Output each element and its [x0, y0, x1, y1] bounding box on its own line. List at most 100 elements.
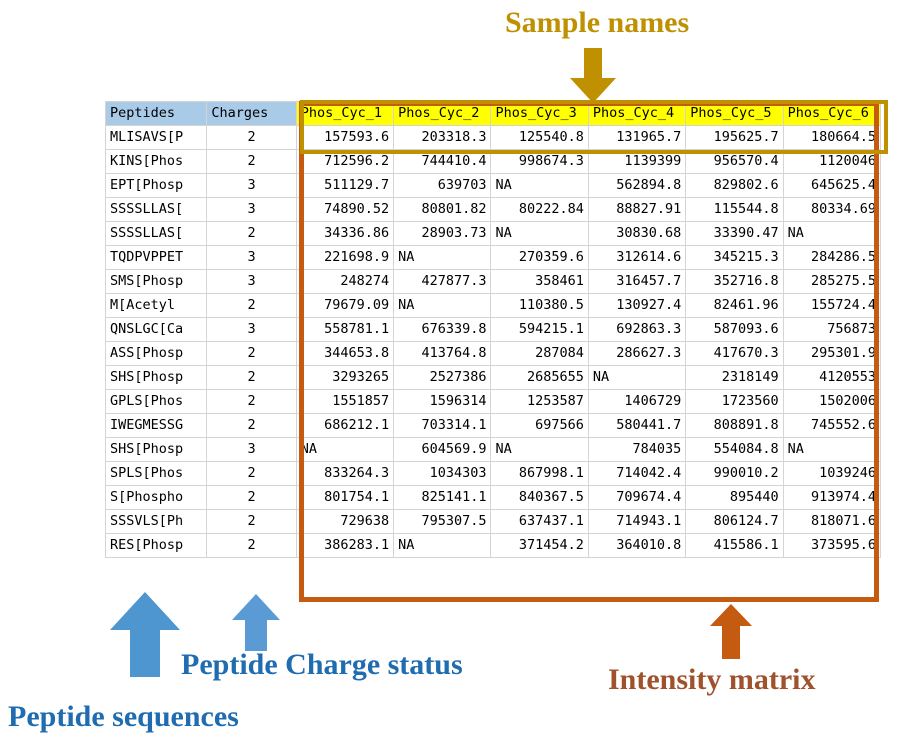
cell-charge[interactable]: 2 — [206, 341, 297, 366]
cell-intensity-sample-6[interactable]: 745552.6 — [782, 413, 882, 438]
cell-charge[interactable]: 2 — [206, 221, 297, 246]
cell-intensity-sample-3[interactable]: 867998.1 — [490, 461, 589, 486]
cell-intensity-sample-4[interactable]: 364010.8 — [587, 533, 687, 558]
column-header-sample-3[interactable]: Phos_Cyc_3 — [490, 101, 589, 126]
cell-intensity-sample-2[interactable]: 1596314 — [393, 389, 492, 414]
cell-intensity-sample-3[interactable]: 637437.1 — [490, 509, 589, 534]
cell-intensity-sample-3[interactable]: NA — [490, 221, 589, 246]
cell-peptide[interactable]: SSSSLLAS[ — [104, 197, 208, 222]
cell-intensity-sample-4[interactable]: 30830.68 — [587, 221, 687, 246]
cell-peptide[interactable]: EPT[Phosp — [104, 173, 208, 198]
cell-intensity-sample-1[interactable]: 558781.1 — [295, 317, 395, 342]
cell-peptide[interactable]: SSSVLS[Ph — [104, 509, 208, 534]
cell-intensity-sample-2[interactable]: 427877.3 — [393, 269, 492, 294]
cell-charge[interactable]: 2 — [206, 365, 297, 390]
cell-intensity-sample-4[interactable]: 580441.7 — [587, 413, 687, 438]
cell-charge[interactable]: 2 — [206, 461, 297, 486]
cell-intensity-sample-6[interactable]: 4120553 — [782, 365, 882, 390]
cell-intensity-sample-6[interactable]: 818071.6 — [782, 509, 882, 534]
cell-intensity-sample-4[interactable]: 562894.8 — [587, 173, 687, 198]
cell-intensity-sample-5[interactable]: 895440 — [685, 485, 784, 510]
cell-intensity-sample-1[interactable]: 386283.1 — [295, 533, 395, 558]
cell-intensity-sample-6[interactable]: NA — [782, 221, 882, 246]
column-header-peptides[interactable]: Peptides — [104, 101, 208, 126]
cell-intensity-sample-5[interactable]: 115544.8 — [685, 197, 784, 222]
cell-intensity-sample-1[interactable]: 34336.86 — [295, 221, 395, 246]
cell-peptide[interactable]: MLISAVS[P — [104, 125, 208, 150]
cell-intensity-sample-2[interactable]: 1034303 — [393, 461, 492, 486]
column-header-sample-1[interactable]: Phos_Cyc_1 — [295, 101, 395, 126]
cell-intensity-sample-3[interactable]: 358461 — [490, 269, 589, 294]
cell-intensity-sample-3[interactable]: NA — [490, 173, 589, 198]
cell-charge[interactable]: 3 — [206, 317, 297, 342]
cell-intensity-sample-4[interactable]: 692863.3 — [587, 317, 687, 342]
cell-intensity-sample-5[interactable]: 808891.8 — [685, 413, 784, 438]
column-header-sample-2[interactable]: Phos_Cyc_2 — [393, 101, 492, 126]
cell-intensity-sample-2[interactable]: 203318.3 — [393, 125, 492, 150]
cell-intensity-sample-3[interactable]: 80222.84 — [490, 197, 589, 222]
cell-intensity-sample-6[interactable]: 284286.5 — [782, 245, 882, 270]
cell-intensity-sample-3[interactable]: 1253587 — [490, 389, 589, 414]
cell-charge[interactable]: 2 — [206, 149, 297, 174]
cell-peptide[interactable]: S[Phospho — [104, 485, 208, 510]
cell-intensity-sample-2[interactable]: 703314.1 — [393, 413, 492, 438]
cell-intensity-sample-5[interactable]: 195625.7 — [685, 125, 784, 150]
cell-intensity-sample-1[interactable]: NA — [295, 437, 395, 462]
cell-intensity-sample-5[interactable]: 345215.3 — [685, 245, 784, 270]
cell-peptide[interactable]: QNSLGC[Ca — [104, 317, 208, 342]
cell-intensity-sample-5[interactable]: 82461.96 — [685, 293, 784, 318]
cell-intensity-sample-6[interactable]: 1502006 — [782, 389, 882, 414]
cell-intensity-sample-6[interactable]: 373595.6 — [782, 533, 882, 558]
cell-intensity-sample-3[interactable]: 110380.5 — [490, 293, 589, 318]
cell-intensity-sample-2[interactable]: 676339.8 — [393, 317, 492, 342]
cell-charge[interactable]: 2 — [206, 533, 297, 558]
cell-peptide[interactable]: M[Acetyl — [104, 293, 208, 318]
cell-intensity-sample-1[interactable]: 3293265 — [295, 365, 395, 390]
cell-peptide[interactable]: SMS[Phosp — [104, 269, 208, 294]
cell-intensity-sample-1[interactable]: 801754.1 — [295, 485, 395, 510]
cell-intensity-sample-6[interactable]: 1039246 — [782, 461, 882, 486]
cell-intensity-sample-2[interactable]: 604569.9 — [393, 437, 492, 462]
cell-intensity-sample-1[interactable]: 157593.6 — [295, 125, 395, 150]
column-header-charges[interactable]: Charges — [206, 101, 297, 126]
cell-intensity-sample-6[interactable]: 756873 — [782, 317, 882, 342]
cell-intensity-sample-2[interactable]: 28903.73 — [393, 221, 492, 246]
cell-peptide[interactable]: RES[Phosp — [104, 533, 208, 558]
cell-charge[interactable]: 2 — [206, 485, 297, 510]
cell-peptide[interactable]: ASS[Phosp — [104, 341, 208, 366]
cell-intensity-sample-1[interactable]: 79679.09 — [295, 293, 395, 318]
cell-intensity-sample-4[interactable]: NA — [587, 365, 687, 390]
cell-intensity-sample-2[interactable]: NA — [393, 533, 492, 558]
cell-intensity-sample-4[interactable]: 714042.4 — [587, 461, 687, 486]
cell-intensity-sample-5[interactable]: 1723560 — [685, 389, 784, 414]
cell-charge[interactable]: 2 — [206, 413, 297, 438]
cell-intensity-sample-3[interactable]: 840367.5 — [490, 485, 589, 510]
cell-intensity-sample-6[interactable]: 295301.9 — [782, 341, 882, 366]
cell-intensity-sample-1[interactable]: 248274 — [295, 269, 395, 294]
cell-peptide[interactable]: SHS[Phosp — [104, 437, 208, 462]
cell-charge[interactable]: 2 — [206, 389, 297, 414]
cell-intensity-sample-1[interactable]: 833264.3 — [295, 461, 395, 486]
cell-charge[interactable]: 3 — [206, 173, 297, 198]
cell-intensity-sample-2[interactable]: NA — [393, 293, 492, 318]
cell-intensity-sample-2[interactable]: 639703 — [393, 173, 492, 198]
cell-intensity-sample-6[interactable]: 80334.69 — [782, 197, 882, 222]
cell-charge[interactable]: 2 — [206, 293, 297, 318]
cell-intensity-sample-4[interactable]: 1406729 — [587, 389, 687, 414]
cell-intensity-sample-3[interactable]: NA — [490, 437, 589, 462]
cell-intensity-sample-1[interactable]: 344653.8 — [295, 341, 395, 366]
cell-peptide[interactable]: SSSSLLAS[ — [104, 221, 208, 246]
cell-intensity-sample-3[interactable]: 697566 — [490, 413, 589, 438]
cell-peptide[interactable]: SPLS[Phos — [104, 461, 208, 486]
